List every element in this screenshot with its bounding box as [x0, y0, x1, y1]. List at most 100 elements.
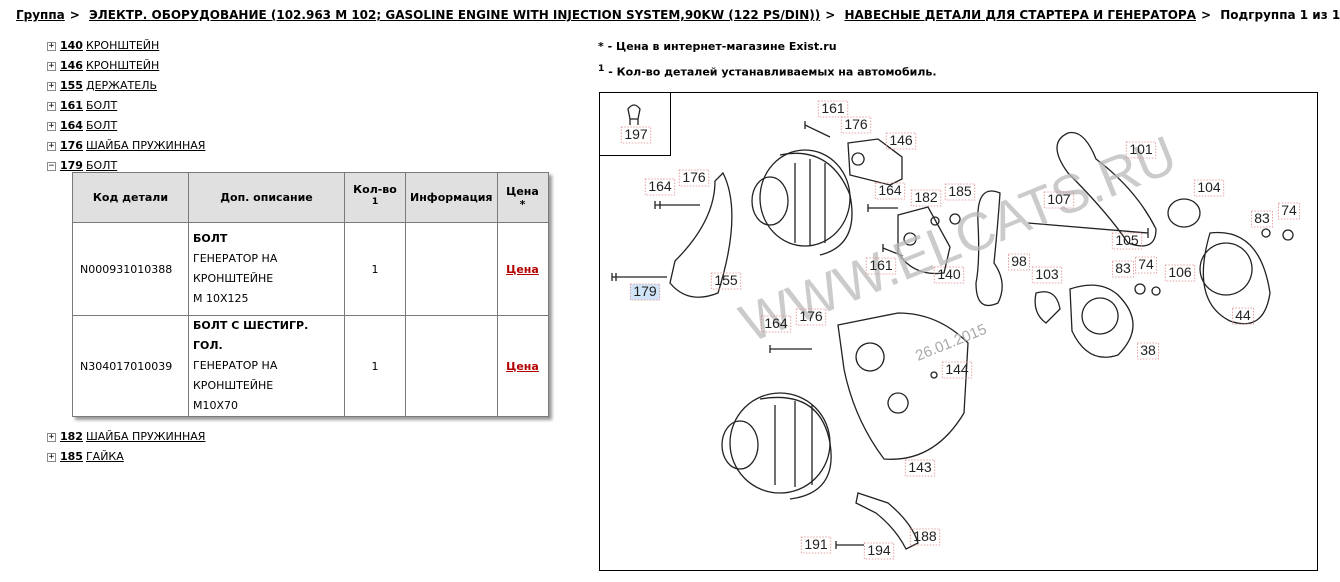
tree-item-number[interactable]: 185: [60, 450, 83, 463]
tree-item-number[interactable]: 182: [60, 430, 83, 443]
callout-164[interactable]: 164: [648, 178, 672, 194]
callout-box[interactable]: [1164, 264, 1196, 282]
callout-161[interactable]: 161: [821, 100, 845, 116]
price-link[interactable]: Цена: [506, 262, 539, 276]
callout-box[interactable]: [933, 266, 965, 284]
tree-item-label[interactable]: ШАЙБА ПРУЖИННАЯ: [85, 430, 206, 443]
callout-74[interactable]: 74: [1138, 256, 1154, 272]
callout-176[interactable]: 176: [799, 308, 823, 324]
callout-box[interactable]: [944, 183, 976, 201]
callout-179[interactable]: 179: [633, 283, 657, 299]
callout-164[interactable]: 164: [764, 315, 788, 331]
expand-icon[interactable]: +: [47, 120, 56, 131]
callout-161[interactable]: 161: [869, 257, 893, 273]
tree-item-number[interactable]: 179: [60, 159, 83, 172]
callout-105[interactable]: 105: [1115, 232, 1139, 248]
callout-box[interactable]: [909, 528, 941, 546]
callout-box[interactable]: [910, 189, 942, 207]
callout-box[interactable]: [710, 272, 742, 290]
expand-icon[interactable]: +: [47, 40, 56, 51]
tree-item-number[interactable]: 161: [60, 99, 83, 112]
callout-74[interactable]: 74: [1281, 202, 1297, 218]
callout-140[interactable]: 140: [937, 266, 961, 282]
callout-box[interactable]: [1125, 141, 1157, 159]
callout-box[interactable]: [1031, 266, 1063, 284]
callout-box[interactable]: [1251, 210, 1273, 228]
callout-box[interactable]: [941, 361, 973, 379]
expand-icon[interactable]: +: [47, 100, 56, 111]
callout-box[interactable]: [1232, 307, 1254, 325]
callout-176[interactable]: 176: [682, 169, 706, 185]
callout-182[interactable]: 182: [914, 189, 938, 205]
callout-box[interactable]: [1043, 191, 1075, 209]
callout-197[interactable]: 197: [624, 126, 648, 142]
callout-155[interactable]: 155: [714, 272, 738, 288]
callout-box[interactable]: [1137, 342, 1159, 360]
tree-item-number[interactable]: 146: [60, 59, 83, 72]
callout-98[interactable]: 98: [1011, 253, 1027, 269]
callout-188[interactable]: 188: [913, 528, 937, 544]
callout-106[interactable]: 106: [1168, 264, 1192, 280]
callout-box[interactable]: [800, 536, 832, 554]
callout-box[interactable]: [629, 283, 661, 301]
callout-191[interactable]: 191: [804, 536, 828, 552]
callout-107[interactable]: 107: [1047, 191, 1071, 207]
tree-item-label[interactable]: БОЛТ: [85, 99, 118, 112]
callout-box[interactable]: [620, 126, 652, 144]
callout-box[interactable]: [678, 169, 710, 187]
tree-item-label[interactable]: КРОНШТЕЙН: [85, 39, 160, 52]
callout-146[interactable]: 146: [889, 132, 913, 148]
callout-box[interactable]: [863, 542, 895, 560]
expand-icon[interactable]: +: [47, 80, 56, 91]
breadcrumb-root-link[interactable]: Группа: [16, 8, 65, 22]
callout-box[interactable]: [795, 308, 827, 326]
tree-item-label[interactable]: БОЛТ: [85, 119, 118, 132]
callout-box[interactable]: [885, 132, 917, 150]
price-link[interactable]: Цена: [506, 359, 539, 373]
callout-box[interactable]: [874, 182, 906, 200]
tree-item-number[interactable]: 164: [60, 119, 83, 132]
callout-144[interactable]: 144: [945, 361, 969, 377]
callout-104[interactable]: 104: [1197, 179, 1221, 195]
callout-box[interactable]: [1135, 256, 1157, 274]
callout-143[interactable]: 143: [908, 459, 932, 475]
callout-box[interactable]: [644, 178, 676, 196]
callout-103[interactable]: 103: [1035, 266, 1059, 282]
callout-box[interactable]: [840, 116, 872, 134]
callout-164[interactable]: 164: [878, 182, 902, 198]
tree-item-number[interactable]: 140: [60, 39, 83, 52]
expand-icon[interactable]: +: [47, 451, 56, 462]
collapse-icon[interactable]: −: [47, 160, 56, 171]
tree-item-label[interactable]: ДЕРЖАТЕЛЬ: [85, 79, 158, 92]
callout-box[interactable]: [1112, 260, 1134, 278]
callout-box[interactable]: [1111, 232, 1143, 250]
callout-185[interactable]: 185: [948, 183, 972, 199]
expand-icon[interactable]: +: [47, 431, 56, 442]
callout-83[interactable]: 83: [1254, 210, 1270, 226]
callout-box[interactable]: [1193, 179, 1225, 197]
callout-box[interactable]: [865, 257, 897, 275]
callout-box[interactable]: [817, 100, 849, 118]
callout-83[interactable]: 83: [1115, 260, 1131, 276]
tree-item-label[interactable]: КРОНШТЕЙН: [85, 59, 160, 72]
callout-box[interactable]: [904, 459, 936, 477]
tree-item-label[interactable]: ШАЙБА ПРУЖИННАЯ: [85, 139, 206, 152]
callout-194[interactable]: 194: [867, 542, 891, 558]
tree-item-label[interactable]: ГАЙКА: [85, 450, 124, 463]
tree-item-label[interactable]: БОЛТ: [85, 159, 118, 172]
breadcrumb-engine-link[interactable]: ЭЛЕКТР. ОБОРУДОВАНИЕ (102.963 M 102; GAS…: [89, 8, 821, 22]
callout-101[interactable]: 101: [1129, 141, 1153, 157]
expand-icon[interactable]: +: [47, 60, 56, 71]
tree-item-number[interactable]: 176: [60, 139, 83, 152]
callout-176[interactable]: 176: [844, 116, 868, 132]
callout-box[interactable]: [1278, 202, 1300, 220]
callout-44[interactable]: 44: [1235, 307, 1251, 323]
